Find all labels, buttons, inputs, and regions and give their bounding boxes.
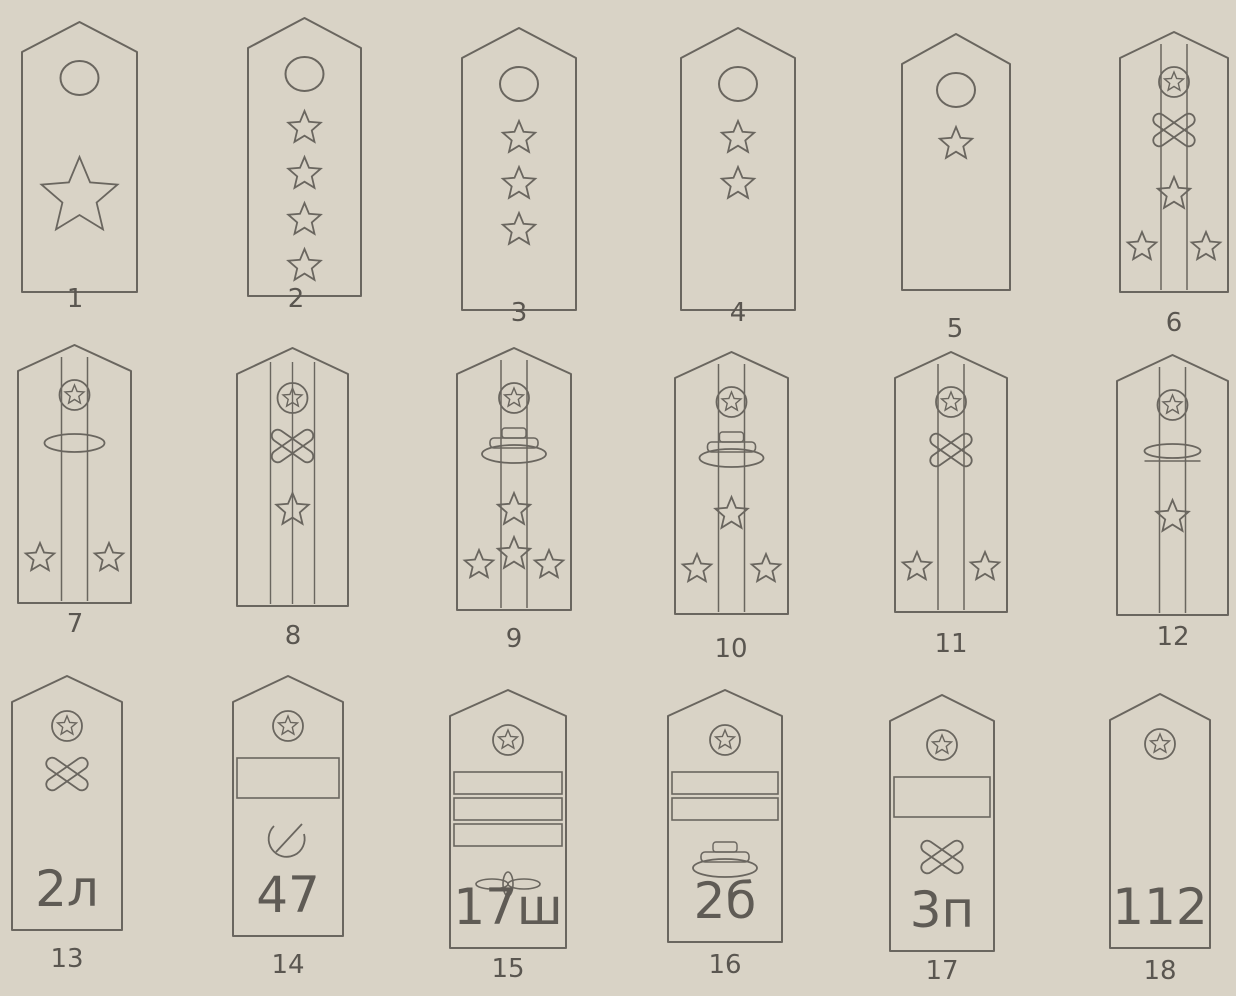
epaulette-number: 2 xyxy=(256,284,336,314)
button-circle xyxy=(719,67,757,101)
sleeve-band xyxy=(237,758,339,798)
epaulette-number: 18 xyxy=(1120,956,1200,986)
tank-icon xyxy=(700,432,764,467)
tank-icon xyxy=(482,428,546,463)
star-insignia xyxy=(288,249,320,280)
star-badge-icon xyxy=(499,383,529,413)
star-insignia xyxy=(535,550,564,577)
star-badge-icon xyxy=(1145,729,1175,759)
star-badge-icon xyxy=(1159,67,1189,97)
star-insignia xyxy=(722,121,754,152)
oval-insignia xyxy=(45,434,105,452)
epaulette-number: 14 xyxy=(248,950,328,980)
star-badge-icon xyxy=(493,725,523,755)
epaulette-number: 1 xyxy=(35,284,115,314)
epaulette-4 xyxy=(681,28,795,310)
star-insignia xyxy=(903,552,932,579)
star-insignia xyxy=(1156,500,1188,531)
star-badge-icon xyxy=(273,711,303,741)
epaulette-number: 7 xyxy=(35,609,115,639)
crossed-cannons-icon xyxy=(1151,111,1197,148)
epaulette-5 xyxy=(902,34,1010,290)
epaulette-2 xyxy=(248,18,361,296)
star-insignia xyxy=(498,537,530,568)
sleeve-band xyxy=(894,777,990,817)
sleeve-band xyxy=(672,798,778,820)
star-insignia xyxy=(715,497,747,528)
plane-icon xyxy=(1145,444,1201,461)
star-badge-icon xyxy=(60,380,90,410)
epaulette-number: 15 xyxy=(468,954,548,984)
star-badge-icon xyxy=(52,711,82,741)
epaulette-number: 11 xyxy=(911,629,991,659)
crossed-cannons-icon xyxy=(928,431,974,468)
epaulette-number: 6 xyxy=(1134,308,1214,338)
epaulette-number: 16 xyxy=(685,950,765,980)
star-insignia xyxy=(95,543,124,570)
sleeve-band xyxy=(454,824,562,846)
epaulette-number: 9 xyxy=(474,624,554,654)
button-circle xyxy=(286,57,324,91)
star-insignia xyxy=(1128,232,1157,259)
star-insignia xyxy=(26,543,55,570)
epaulette-8 xyxy=(237,348,348,606)
star-badge-icon xyxy=(927,730,957,760)
button-circle xyxy=(61,61,99,95)
hammer-sickle-icon xyxy=(269,824,305,857)
crossed-cannons-icon xyxy=(919,838,965,875)
star-insignia xyxy=(752,554,781,581)
epaulette-number: 8 xyxy=(253,621,333,651)
unit-code: 17ш xyxy=(450,878,566,936)
sleeve-band xyxy=(454,772,562,794)
star-insignia xyxy=(1192,232,1221,259)
sleeve-band xyxy=(454,798,562,820)
unit-code: 3п xyxy=(890,881,994,939)
star-insignia xyxy=(465,550,494,577)
star-insignia xyxy=(722,167,754,198)
epaulette-6 xyxy=(1120,32,1228,292)
unit-code: 112 xyxy=(1110,878,1210,936)
star-insignia xyxy=(498,493,530,524)
star-insignia xyxy=(288,203,320,234)
epaulette-number: 17 xyxy=(902,956,982,986)
unit-code: 47 xyxy=(233,866,343,924)
star-insignia xyxy=(971,552,1000,579)
crossed-cannons-icon xyxy=(44,755,90,792)
star-badge-icon xyxy=(936,387,966,417)
epaulette-number: 13 xyxy=(27,944,107,974)
star-badge-icon xyxy=(710,725,740,755)
epaulette-number: 4 xyxy=(698,298,778,328)
epaulette-9 xyxy=(457,348,571,610)
star-badge-icon xyxy=(717,387,747,417)
star-insignia xyxy=(940,127,972,158)
epaulette-3 xyxy=(462,28,576,310)
epaulette-number: 3 xyxy=(479,298,559,328)
epaulette-12 xyxy=(1117,355,1228,615)
epaulette-1 xyxy=(22,22,137,292)
star-insignia xyxy=(503,213,535,244)
unit-code: 2б xyxy=(668,872,782,930)
star-insignia xyxy=(1158,177,1190,208)
button-circle xyxy=(500,67,538,101)
sleeve-band xyxy=(672,772,778,794)
unit-code: 2л xyxy=(12,860,122,918)
epaulette-number: 5 xyxy=(915,314,995,344)
button-circle xyxy=(937,73,975,107)
star-badge-icon xyxy=(1158,390,1188,420)
epaulette-number: 12 xyxy=(1133,622,1213,652)
epaulette-10 xyxy=(675,352,788,614)
epaulette-11 xyxy=(895,352,1007,612)
star-insignia xyxy=(503,121,535,152)
epaulette-7 xyxy=(18,345,131,603)
star-insignia xyxy=(42,157,118,229)
epaulette-number: 10 xyxy=(691,634,771,664)
star-insignia xyxy=(288,111,320,142)
star-insignia xyxy=(683,554,712,581)
star-insignia xyxy=(503,167,535,198)
star-insignia xyxy=(288,157,320,188)
